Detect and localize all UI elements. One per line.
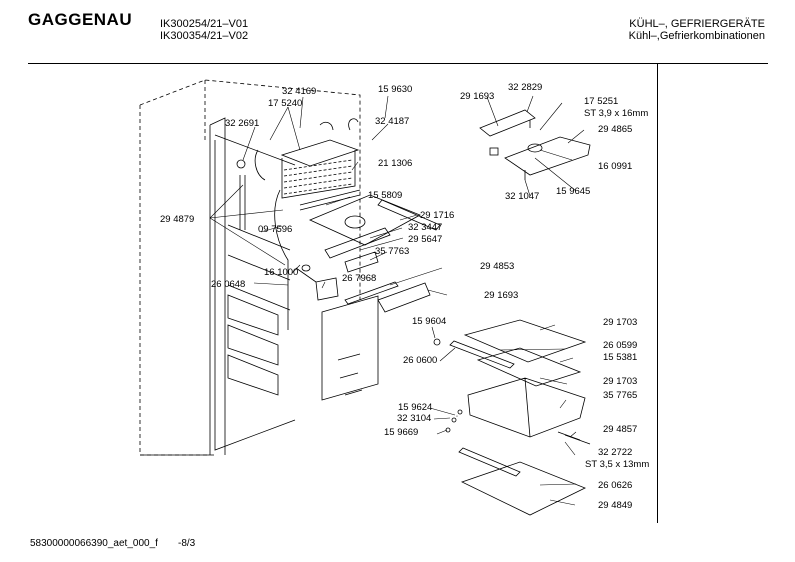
part-label: 26 0600 bbox=[403, 355, 437, 366]
screw-mark: ◦ bbox=[456, 414, 458, 420]
part-label: 29 4849 bbox=[598, 500, 632, 511]
part-label: 35 7763 bbox=[375, 246, 409, 257]
crisper-drawer bbox=[467, 377, 586, 438]
part-label: 32 2691 bbox=[225, 118, 259, 129]
connector bbox=[301, 264, 311, 272]
cover-plate-hole bbox=[344, 215, 366, 229]
glass-shelf-1 bbox=[463, 319, 587, 363]
lamp-bulb bbox=[527, 143, 543, 153]
part-label: 29 1703 bbox=[603, 317, 637, 328]
part-label: 09 7596 bbox=[258, 224, 292, 235]
part-label: 26 0599 bbox=[603, 340, 637, 351]
part-label: 15 5809 bbox=[368, 190, 402, 201]
part-label: 15 5381 bbox=[603, 352, 637, 363]
pipe-capillary bbox=[274, 189, 289, 330]
part-label: 29 4853 bbox=[480, 261, 514, 272]
part-label: 32 2722 bbox=[598, 447, 632, 458]
glass-shelf-2 bbox=[476, 347, 582, 387]
part-label: 15 9624 bbox=[398, 402, 432, 413]
cover-plate bbox=[308, 194, 421, 246]
thermostat bbox=[315, 277, 339, 301]
drawer-2 bbox=[227, 324, 279, 366]
part-label: 32 4169 bbox=[282, 86, 316, 97]
cabinet-front-edge bbox=[214, 134, 296, 451]
shelf-rail-1 bbox=[449, 340, 515, 369]
drain-channel bbox=[324, 227, 391, 259]
side-rule bbox=[657, 63, 658, 523]
pipe-left bbox=[239, 175, 246, 230]
part-label: 15 9630 bbox=[378, 84, 412, 95]
part-label: 15 9669 bbox=[384, 427, 418, 438]
evaporator-body bbox=[281, 150, 356, 199]
part-label: 29 1693 bbox=[484, 290, 518, 301]
drawer-3 bbox=[227, 354, 279, 396]
mounting-rail bbox=[377, 199, 441, 231]
drawer-runner bbox=[557, 431, 591, 445]
part-label: 32 4187 bbox=[375, 116, 409, 127]
part-label: ST 3,9 x 16mm bbox=[584, 108, 648, 119]
document-id: 58300000066390_aet_000_f bbox=[30, 538, 158, 549]
bottom-rail bbox=[458, 447, 521, 477]
part-label: 26 0626 bbox=[598, 480, 632, 491]
pipe-upper bbox=[319, 118, 359, 131]
part-label: 29 4857 bbox=[603, 424, 637, 435]
part-label: 15 9645 bbox=[556, 186, 590, 197]
part-label: 26 0648 bbox=[211, 279, 245, 290]
cabinet-side bbox=[140, 117, 226, 456]
part-label: 29 5647 bbox=[408, 234, 442, 245]
partition-panel bbox=[321, 295, 379, 401]
thermostat-lead bbox=[295, 267, 317, 283]
shelf-support bbox=[377, 282, 431, 313]
heater-bracket bbox=[344, 251, 379, 273]
pipe-clip bbox=[254, 149, 266, 181]
part-label: 15 9604 bbox=[412, 316, 446, 327]
part-label: 29 1693 bbox=[460, 91, 494, 102]
page-number: -8/3 bbox=[178, 538, 196, 549]
part-label: 32 2829 bbox=[508, 82, 542, 93]
part-label: 29 1703 bbox=[603, 376, 637, 387]
part-label: 17 5251 bbox=[584, 96, 618, 107]
partition-slots bbox=[337, 353, 363, 396]
evaporator-top bbox=[280, 139, 360, 167]
lamp-socket bbox=[489, 147, 499, 156]
part-label: ST 3,5 x 13mm bbox=[585, 459, 649, 470]
lamp-cover bbox=[504, 136, 591, 176]
lamp-screw bbox=[524, 120, 531, 180]
brand-logo: GAGGENAU bbox=[28, 10, 133, 29]
part-label: 26 7968 bbox=[342, 273, 376, 284]
lamp-bracket bbox=[479, 109, 536, 137]
drawer-1 bbox=[227, 294, 279, 336]
screw-4 bbox=[433, 338, 441, 346]
category-title: KÜHL–, GEFRIERGERÄTE bbox=[629, 18, 765, 30]
part-label: 16 1000 bbox=[264, 267, 298, 278]
part-label: 29 4865 bbox=[598, 124, 632, 135]
bottom-cover bbox=[460, 461, 586, 516]
part-label: 17 5240 bbox=[268, 98, 302, 109]
part-label: 29 1716 bbox=[420, 210, 454, 221]
model-number-2: IK300354/21–V02 bbox=[160, 30, 249, 42]
header-rule bbox=[28, 63, 768, 64]
screw-2 bbox=[451, 417, 457, 423]
part-label: 21 1306 bbox=[378, 158, 412, 169]
screw-3 bbox=[457, 409, 463, 415]
screw-1 bbox=[445, 427, 451, 433]
part-label: 32 1047 bbox=[505, 191, 539, 202]
pipe-support bbox=[299, 189, 361, 211]
model-number-1: IK300254/21–V01 bbox=[160, 18, 249, 30]
part-label: 35 7765 bbox=[603, 390, 637, 401]
cabinet-interior bbox=[227, 224, 291, 311]
grommet bbox=[236, 159, 246, 169]
category-subtitle: Kühl–,Gefrierkombinationen bbox=[628, 30, 765, 42]
part-label: 29 4879 bbox=[160, 214, 194, 225]
part-label: 32 3104 bbox=[397, 413, 431, 424]
leader-lines bbox=[209, 95, 585, 506]
part-label: 32 3447 bbox=[408, 222, 442, 233]
part-label: 16 0991 bbox=[598, 161, 632, 172]
trim-strip bbox=[344, 281, 399, 305]
